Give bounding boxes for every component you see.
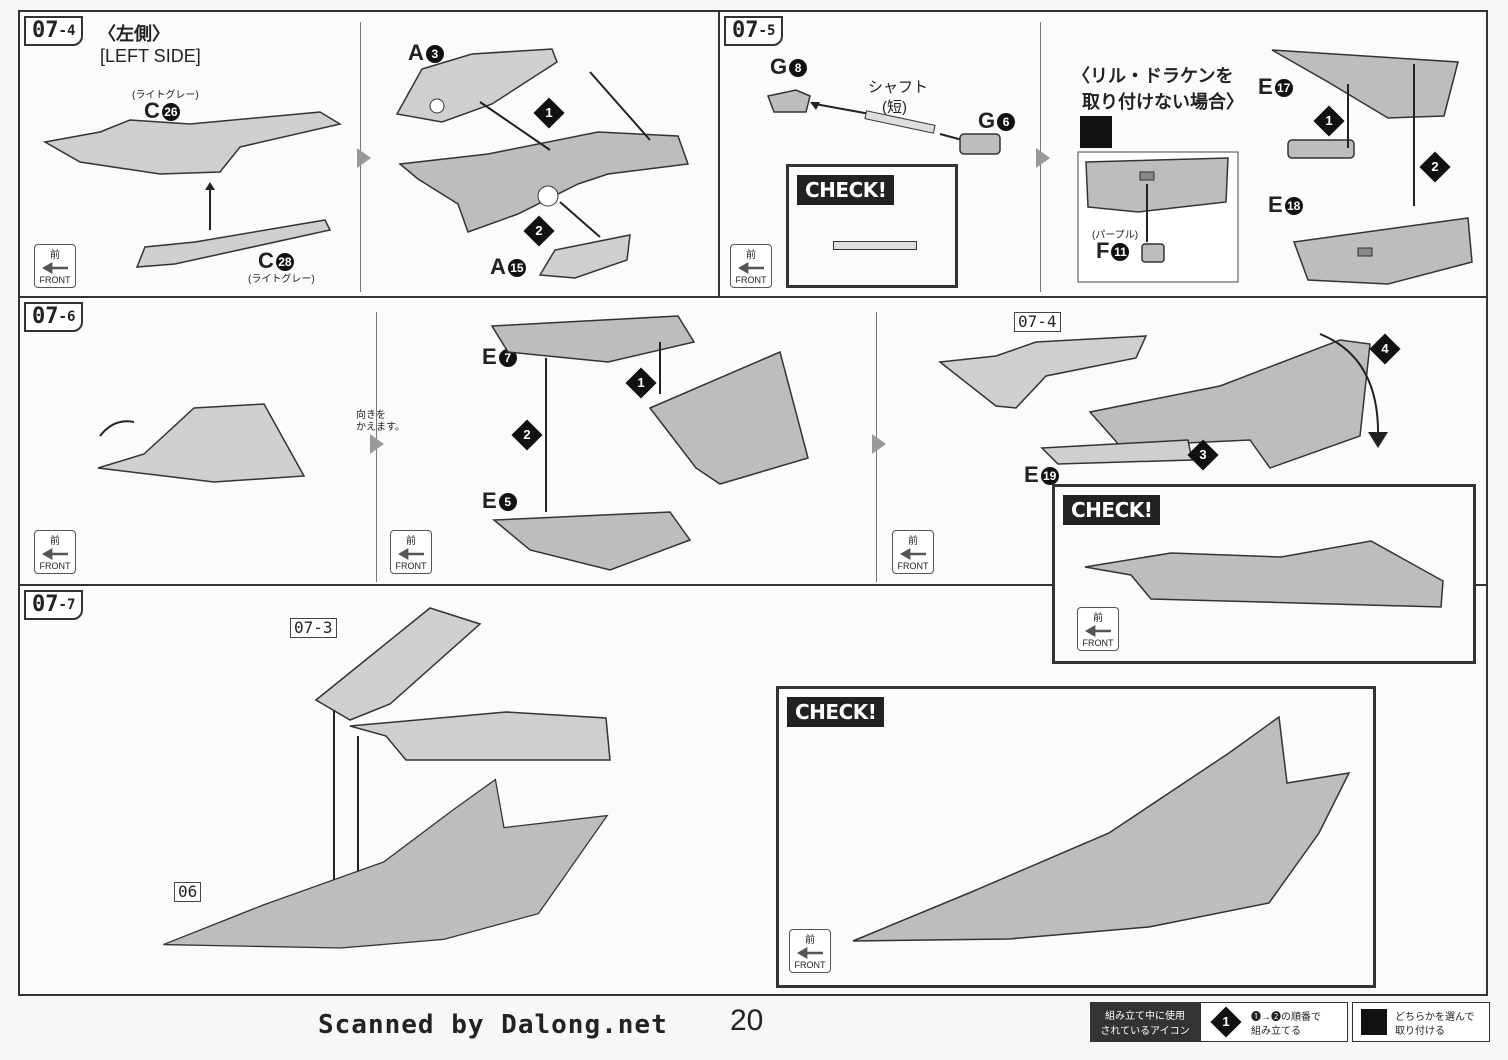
step-badge-3: 3 — [1187, 439, 1219, 471]
turn-note-1: 向きを — [356, 410, 386, 421]
left-side-assembly-drawing — [938, 335, 1148, 409]
step-number: 07-7 — [24, 590, 84, 620]
shaft-label: シャフト — [868, 79, 929, 96]
ref-07-3: 07-3 — [290, 618, 337, 638]
part-c26-drawing — [42, 111, 342, 175]
part-e7-drawing — [490, 315, 696, 363]
next-arrow — [1036, 148, 1050, 168]
scanned-credit: Scanned by Dalong.net — [318, 1010, 668, 1040]
fin-assembly-drawing — [314, 607, 482, 721]
next-arrow — [872, 434, 886, 454]
fuselage-drawing — [163, 778, 609, 949]
step-badge-1: 1 — [533, 97, 565, 129]
turn-part-drawing — [97, 403, 306, 483]
part-f11-mid-drawing — [1287, 139, 1355, 159]
shaft-check-drawing — [833, 241, 917, 250]
choose-icon — [1361, 1009, 1387, 1035]
f11-color-note: (パープル) — [1092, 230, 1139, 241]
shaft-drawing — [810, 102, 971, 143]
part-g8-drawing — [766, 89, 811, 113]
page-number: 20 — [730, 1004, 764, 1037]
step-number: 07-6 — [24, 302, 84, 332]
step-number: 07-4 — [24, 16, 84, 46]
part-a3-drawing — [395, 48, 558, 123]
note-line-1: 〈リル・ドラケンを — [1072, 66, 1234, 86]
next-arrow — [357, 148, 371, 168]
left-side-subtitle: [LEFT SIDE] — [100, 46, 201, 66]
choose-icon — [1080, 116, 1112, 148]
c28-color-note: (ライトグレー) — [248, 274, 315, 285]
check-label: CHECK! — [1063, 495, 1161, 525]
left-side-title: 〈左側〉 — [98, 24, 170, 44]
part-main-drawing — [398, 131, 690, 233]
ref-06: 06 — [174, 882, 202, 902]
assembly-lines — [1347, 64, 1415, 206]
step-number: 07-5 — [724, 16, 784, 46]
check-wing-drawing — [1084, 540, 1444, 608]
part-g6-drawing — [959, 133, 1001, 155]
c26-color-note: (ライトグレー) — [132, 90, 199, 101]
part-e19-drawing — [1040, 439, 1193, 465]
part-e5-drawing — [492, 511, 692, 571]
part-a15-drawing — [538, 234, 631, 279]
assembly-lines — [479, 71, 651, 238]
wing-drawing — [349, 711, 611, 761]
assembly-lines — [545, 342, 661, 512]
part-c28-drawing — [135, 219, 332, 268]
shaft-sub-label: (短) — [882, 99, 907, 116]
check-label: CHECK! — [797, 175, 895, 205]
note-line-2: 取り付けない場合〉 — [1082, 92, 1244, 112]
check-fuselage-drawing — [852, 715, 1351, 942]
order-legend: 1 ❶→❷の順番で 組み立てる — [1200, 1002, 1348, 1042]
icon-legend-title: 組み立て中に使用 されているアイコン — [1090, 1002, 1200, 1042]
next-arrow — [370, 434, 384, 454]
ref-07-4: 07-4 — [1014, 312, 1061, 332]
part-e17-drawing — [1271, 49, 1459, 119]
part-f11-drawing — [1141, 243, 1165, 263]
rotate-arrow — [1319, 333, 1388, 448]
check-box: CHECK! — [786, 164, 958, 288]
turn-note-2: かえます。 — [356, 422, 405, 433]
step-badge-2: 2 — [511, 419, 543, 451]
fin-drawing — [648, 350, 809, 485]
assembly-arrow — [205, 182, 215, 230]
part-e18-drawing — [1292, 217, 1473, 285]
order-icon: 1 — [1210, 1006, 1242, 1038]
check-label: CHECK! — [787, 697, 885, 727]
choose-legend: どちらかを選んで 取り付ける — [1352, 1002, 1490, 1042]
